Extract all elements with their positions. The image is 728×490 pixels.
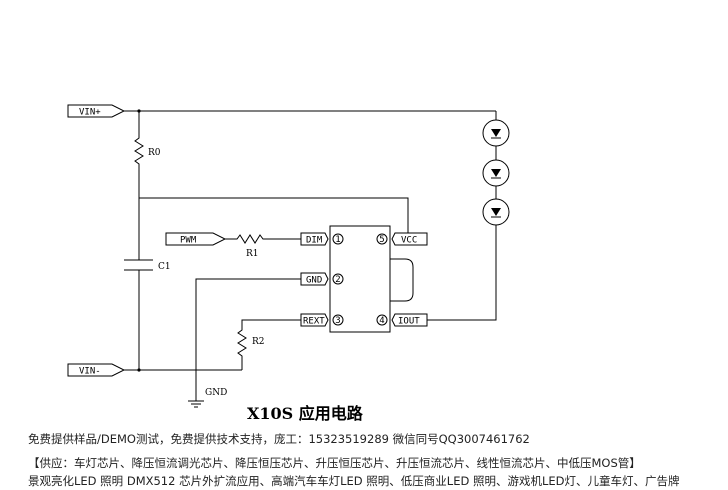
pin-gnd: GND 2 <box>300 272 344 286</box>
resistor-r0 <box>134 111 144 198</box>
pwm-label: PWM <box>180 236 197 246</box>
pin-vcc: VCC 5 <box>376 232 428 246</box>
ic-x10s-body <box>329 225 391 333</box>
pin-5-number: 5 <box>379 235 384 245</box>
vcc-wire <box>139 197 409 233</box>
vin-minus-port: VIN- <box>67 363 126 377</box>
pin-vcc-name: VCC <box>401 236 417 246</box>
pin-gnd-name: GND <box>306 276 322 286</box>
footer-applications-line: 景观亮化LED 照明 DMX512 芯片外扩流应用、高端汽车车灯LED 照明、低… <box>28 474 680 488</box>
pin-rext: REXT 3 <box>300 313 344 327</box>
pin-iout-name: IOUT <box>398 317 420 327</box>
led-2 <box>482 159 510 187</box>
vin-plus-port: VIN+ <box>67 104 126 118</box>
pin-iout: IOUT 4 <box>376 313 428 327</box>
gnd-label: GND <box>205 388 227 398</box>
vin-plus-label: VIN+ <box>79 108 101 118</box>
ic-notch <box>390 258 414 302</box>
led-1 <box>482 119 510 147</box>
pwm-port: PWM <box>165 232 227 246</box>
r1-label: R1 <box>246 249 259 259</box>
pin-3-number: 3 <box>335 316 340 326</box>
pin-1-number: 1 <box>335 235 340 245</box>
c1-label: C1 <box>158 262 171 272</box>
pin-2-number: 2 <box>335 275 340 285</box>
led-3 <box>482 198 510 226</box>
ground-symbol <box>188 400 204 408</box>
pin-4-number: 4 <box>379 316 384 326</box>
vin-minus-label: VIN- <box>79 367 101 377</box>
r0-label: R0 <box>148 148 161 158</box>
pin-rext-name: REXT <box>303 317 325 327</box>
gnd-wire <box>195 278 301 401</box>
footer-supply-line: 【供应：车灯芯片、降压恒流调光芯片、降压恒压芯片、升压恒压芯片、升压恒流芯片、线… <box>28 456 641 470</box>
junction-dot <box>137 368 141 372</box>
diagram-title: X10S 应用电路 <box>247 404 364 423</box>
r2-label: R2 <box>252 337 265 347</box>
resistor-r1 <box>225 234 301 244</box>
resistor-r2 <box>237 319 301 370</box>
footer-contact-line: 免费提供样品/DEMO测试，免费提供技术支持，庞工：15323519289 微信… <box>28 432 530 446</box>
pin-dim: DIM 1 <box>300 232 344 246</box>
pin-dim-name: DIM <box>306 236 323 246</box>
